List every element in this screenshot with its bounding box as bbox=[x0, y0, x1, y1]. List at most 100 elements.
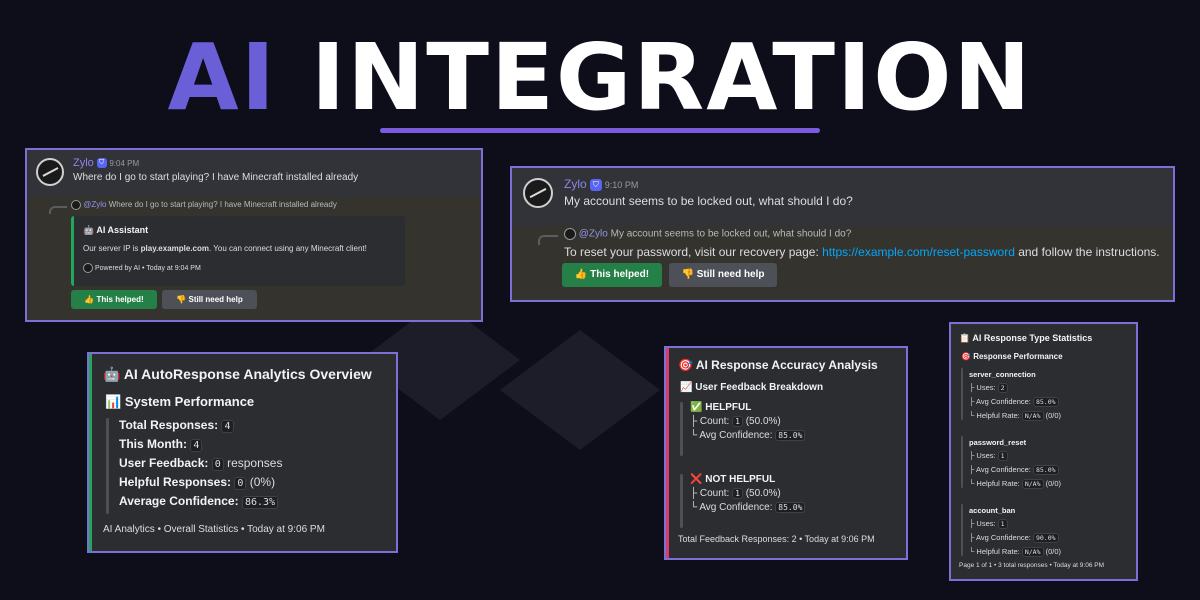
helpful-rate-value: N/A% bbox=[1021, 479, 1044, 489]
type-name: account_ban bbox=[969, 506, 1016, 515]
stat-suffix: (0%) bbox=[246, 475, 276, 489]
uses-label: Uses: bbox=[976, 383, 996, 392]
uses-label: Uses: bbox=[976, 519, 996, 528]
message-text: My account seems to be locked out, what … bbox=[564, 194, 853, 208]
count-percent: (50.0%) bbox=[742, 416, 781, 427]
count-percent: (50.0%) bbox=[742, 488, 781, 499]
helpful-rate-ratio: (0/0) bbox=[1043, 479, 1062, 488]
embed-accent-bar bbox=[71, 216, 74, 286]
analytics-overview-embed: 🤖 AI AutoResponse Analytics Overview 📊 S… bbox=[87, 352, 398, 553]
message-text: Where do I go to start playing? I have M… bbox=[73, 172, 359, 183]
embed-body-post: . You can connect using any Minecraft cl… bbox=[208, 244, 367, 253]
reply-avatar bbox=[71, 200, 81, 210]
footer-avatar bbox=[83, 263, 93, 273]
section-title: System Performance bbox=[124, 394, 255, 409]
reset-password-link[interactable]: https://example.com/reset-password bbox=[822, 245, 1015, 259]
type-name: server_connection bbox=[969, 370, 1036, 379]
confidence-value: 90.0% bbox=[1032, 533, 1059, 543]
count-value: 1 bbox=[732, 488, 743, 499]
reply-preview[interactable]: @Zylo Where do I go to start playing? I … bbox=[71, 200, 337, 210]
embed-accent-bar bbox=[666, 348, 669, 558]
section-title: User Feedback Breakdown bbox=[695, 382, 824, 393]
bot-answer: To reset your password, visit our recove… bbox=[564, 245, 1160, 259]
embed-body-ip: play.example.com bbox=[140, 244, 209, 253]
trend-chart-icon: 📈 bbox=[680, 382, 693, 393]
confidence-value: 85.0% bbox=[775, 502, 806, 513]
ai-embed: 🤖 AI Assistant Our server IP is play.exa… bbox=[71, 216, 405, 286]
message-panel-1: Zylo ⛉ 9:04 PM Where do I go to start pl… bbox=[25, 148, 483, 322]
answer-text-end: and follow the instructions. bbox=[1014, 245, 1160, 259]
helpful-rate-ratio: (0/0) bbox=[1043, 547, 1062, 556]
uses-label: Uses: bbox=[976, 451, 996, 460]
reply-text: Where do I go to start playing? I have M… bbox=[108, 200, 337, 210]
embed-body-pre: Our server IP is bbox=[83, 244, 141, 253]
clipboard-icon: 📋 bbox=[959, 333, 971, 343]
answer-text: To reset your password, visit our recove… bbox=[564, 245, 823, 259]
stat-value: 0 bbox=[211, 458, 224, 471]
shield-badge-icon: ⛉ bbox=[96, 158, 107, 169]
still-need-help-button[interactable]: 👎 Still need help bbox=[669, 263, 777, 287]
count-label: Count: bbox=[699, 416, 730, 427]
overview-stat-row: Helpful Responses: 0 (0%) bbox=[119, 475, 282, 494]
reply-avatar bbox=[564, 228, 576, 240]
this-helped-button[interactable]: 👍 This helped! bbox=[71, 290, 157, 309]
overview-stat-row: Average Confidence: 86.3% bbox=[119, 494, 282, 513]
stat-value: 0 bbox=[234, 477, 247, 490]
username[interactable]: Zylo bbox=[564, 177, 587, 191]
confidence-label: Avg Confidence: bbox=[975, 397, 1031, 406]
cross-icon: ❌ bbox=[690, 474, 703, 485]
not-helpful-quote-bar bbox=[680, 474, 683, 528]
check-icon: ✅ bbox=[690, 402, 703, 413]
thumbs-down-icon: 👎 bbox=[176, 295, 187, 304]
reply-connector bbox=[538, 235, 558, 245]
overview-stat-row: Total Responses: 4 bbox=[119, 418, 282, 437]
response-type-item: account_ban├ Uses: 1├ Avg Confidence: 90… bbox=[969, 506, 1062, 557]
hero-title-integration: INTEGRATION bbox=[276, 24, 1033, 131]
types-title: AI Response Type Statistics bbox=[972, 333, 1093, 343]
not-helpful-heading: NOT HELPFUL bbox=[705, 474, 776, 485]
still-need-help-label: Still need help bbox=[696, 269, 765, 280]
message-panel-2: Zylo ⛉ 9:10 PM My account seems to be lo… bbox=[510, 166, 1175, 302]
stats-quote-bar bbox=[106, 418, 109, 514]
reply-mention[interactable]: @Zylo bbox=[83, 200, 107, 210]
helpful-group: ✅ HELPFUL ├ Count: 1 (50.0%) └ Avg Confi… bbox=[690, 402, 806, 441]
helpful-heading: HELPFUL bbox=[705, 402, 752, 413]
count-value: 1 bbox=[732, 416, 743, 427]
user-avatar[interactable] bbox=[523, 178, 553, 208]
types-footer: Page 1 of 1 • 3 total responses • Today … bbox=[959, 562, 1104, 569]
helpful-rate-ratio: (0/0) bbox=[1043, 411, 1062, 420]
this-helped-button[interactable]: 👍 This helped! bbox=[562, 263, 662, 287]
user-message-1: Zylo ⛉ 9:04 PM Where do I go to start pl… bbox=[27, 150, 481, 196]
thumbs-up-icon: 👍 bbox=[84, 295, 95, 304]
not-helpful-group: ❌ NOT HELPFUL ├ Count: 1 (50.0%) └ Avg C… bbox=[690, 474, 806, 513]
user-message-2: Zylo ⛉ 9:10 PM My account seems to be lo… bbox=[512, 168, 1173, 226]
confidence-label: Avg Confidence: bbox=[975, 465, 1031, 474]
reply-mention[interactable]: @Zylo bbox=[578, 228, 608, 240]
confidence-value: 85.0% bbox=[775, 430, 806, 441]
hero-underline bbox=[380, 128, 820, 133]
accuracy-title: AI Response Accuracy Analysis bbox=[695, 358, 878, 372]
reply-preview[interactable]: @Zylo My account seems to be locked out,… bbox=[564, 228, 851, 240]
username[interactable]: Zylo bbox=[73, 157, 94, 169]
embed-accent-bar bbox=[89, 354, 92, 551]
user-avatar[interactable] bbox=[36, 158, 64, 186]
helpful-rate-label: Helpful Rate: bbox=[976, 547, 1020, 556]
type-quote-bar bbox=[961, 436, 963, 488]
confidence-label: Avg Confidence: bbox=[975, 533, 1031, 542]
helpful-rate-value: N/A% bbox=[1021, 547, 1044, 557]
stat-label: User Feedback: bbox=[119, 456, 209, 470]
this-helped-label: This helped! bbox=[590, 269, 650, 280]
robot-icon: 🤖 bbox=[83, 225, 95, 235]
embed-footer: Powered by AI • Today at 9:04 PM bbox=[94, 264, 201, 272]
type-quote-bar bbox=[961, 504, 963, 556]
hero-title: AI INTEGRATION bbox=[0, 28, 1200, 128]
type-quote-bar bbox=[961, 368, 963, 420]
still-need-help-button[interactable]: 👎 Still need help bbox=[162, 290, 257, 309]
this-helped-label: This helped! bbox=[96, 295, 144, 304]
message-timestamp: 9:10 PM bbox=[604, 180, 639, 190]
thumbs-down-icon: 👎 bbox=[681, 269, 694, 280]
type-name: password_reset bbox=[969, 438, 1027, 447]
response-type-stats-embed: 📋 AI Response Type Statistics 🎯 Response… bbox=[949, 322, 1138, 581]
stat-label: Average Confidence: bbox=[119, 494, 239, 508]
